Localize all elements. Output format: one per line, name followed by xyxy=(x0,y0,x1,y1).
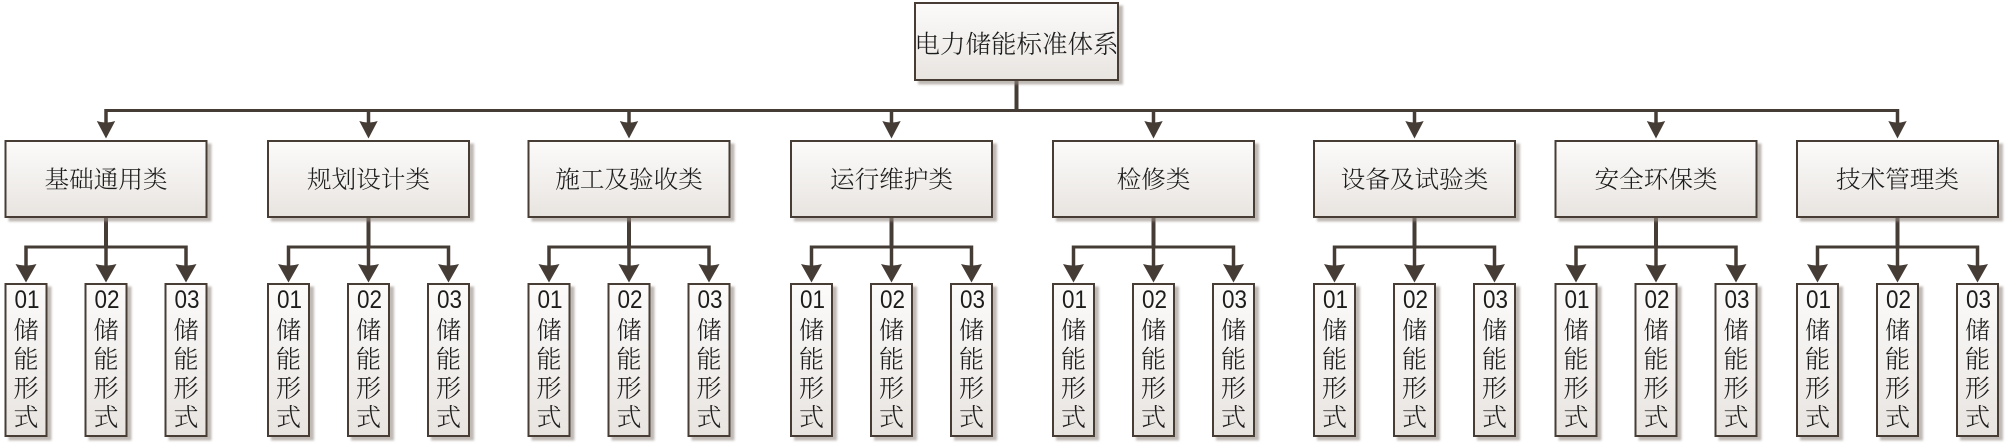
svg-text:01: 01 xyxy=(1565,286,1590,314)
svg-text:03: 03 xyxy=(698,286,723,314)
svg-text:01: 01 xyxy=(800,286,825,314)
svg-text:03: 03 xyxy=(1725,286,1750,314)
svg-text:02: 02 xyxy=(1645,286,1670,314)
svg-text:02: 02 xyxy=(95,286,120,314)
svg-text:02: 02 xyxy=(880,286,905,314)
svg-text:01: 01 xyxy=(277,286,302,314)
svg-text:02: 02 xyxy=(1886,286,1911,314)
svg-text:03: 03 xyxy=(1483,286,1508,314)
svg-text:01: 01 xyxy=(1062,286,1087,314)
svg-text:03: 03 xyxy=(1222,286,1247,314)
svg-text:01: 01 xyxy=(538,286,563,314)
svg-text:02: 02 xyxy=(1142,286,1167,314)
svg-text:01: 01 xyxy=(1806,286,1831,314)
svg-text:03: 03 xyxy=(175,286,200,314)
svg-text:02: 02 xyxy=(618,286,643,314)
svg-text:01: 01 xyxy=(15,286,40,314)
svg-text:02: 02 xyxy=(357,286,382,314)
svg-text:03: 03 xyxy=(1966,286,1991,314)
svg-text:01: 01 xyxy=(1323,286,1348,314)
svg-text:03: 03 xyxy=(437,286,462,314)
svg-text:02: 02 xyxy=(1403,286,1428,314)
svg-text:03: 03 xyxy=(960,286,985,314)
